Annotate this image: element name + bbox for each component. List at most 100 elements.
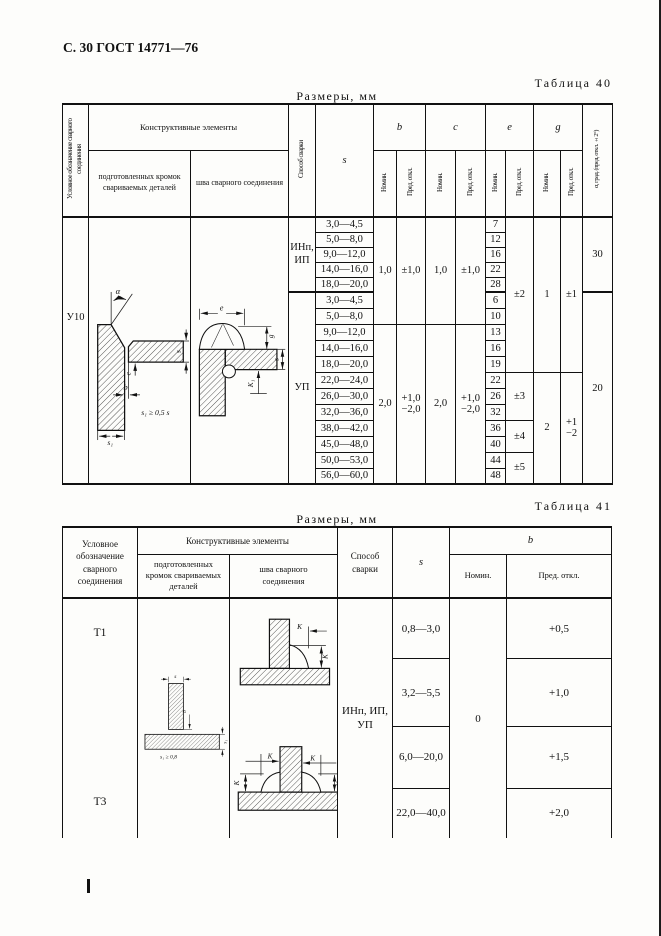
t41-t3-label-k-right: К (309, 754, 316, 762)
t40-e-cell: 13 (485, 323, 507, 341)
t41-header-weld-seam: шва сварного соединения (228, 553, 339, 599)
t40-e-cell: 16 (485, 339, 507, 357)
t40-alpha-1: 30 (582, 216, 614, 293)
t40-header-g: g (533, 103, 584, 151)
t41-header-prepared-edges: подготовленных кромок свариваемых детале… (137, 553, 230, 599)
t40-e-cell: 40 (485, 435, 507, 453)
t41-header-nominal: Номин. (449, 553, 508, 599)
t41-designation-1: Т1 (93, 627, 107, 639)
t40-s-cell: 3,0—4,5 (315, 216, 374, 233)
table40-caption: Таблица 40 (534, 76, 612, 90)
t40-weld-label-s: s (271, 358, 280, 361)
t40-header-b: b (373, 103, 426, 151)
t41-t3-label-k-side-right: К (335, 780, 337, 787)
t40-s-cell: 3,0—4,5 (315, 291, 374, 309)
t40-prep-label-c: c (123, 371, 132, 375)
t41-prep-diagram: s b s₁ s₁ ≥ 0,8 (144, 674, 228, 761)
t40-weld-diagram: e g s К₁ (198, 304, 286, 417)
t41-header-designation: Условное обозначение сварного соединения (62, 526, 138, 599)
t40-e-cell: 12 (485, 231, 507, 248)
t41-weld-t3-diagram: К К К К (233, 746, 337, 811)
t40-weld-label-e: e (220, 304, 224, 313)
t40-e-cell: 48 (485, 467, 507, 485)
t41-deviation-cell: +1,0 (506, 658, 613, 727)
t40-header-constructive: Конструктивные элементы (88, 103, 289, 151)
t40-header-g-nominal: Номин. (533, 149, 562, 218)
t40-weld-diagram-cell: e g s К₁ (190, 216, 289, 485)
t40-e-cell: 16 (485, 246, 507, 263)
t40-g-nominal-1: 1 (533, 216, 562, 373)
table-41: Условное обозначение сварного соединения… (62, 526, 613, 838)
t40-prep-label-s1: s₁ (107, 438, 113, 447)
t41-method: ИНп, ИП, УП (337, 597, 394, 838)
t41-header-deviation: Пред. откл. (506, 553, 613, 599)
t40-c-deviation-2: +1,0 −2,0 (454, 323, 487, 485)
t40-s-cell: 14,0—16,0 (315, 261, 374, 278)
t41-prep-note: s₁ ≥ 0,8 (160, 755, 177, 761)
t41-deviation-cell: +1,5 (506, 725, 613, 789)
t40-b-deviation-2: +1,0 −2,0 (396, 323, 426, 485)
table-40: Условное обозначение сварного соединения… (62, 103, 614, 485)
t40-s-cell: 9,0—12,0 (315, 323, 374, 341)
t41-prep-label-s: s (174, 674, 176, 680)
t40-method-1: ИНп, ИП (288, 216, 316, 293)
t41-header-b: b (449, 526, 613, 555)
scan-edge-artifact (659, 0, 661, 936)
t40-alpha-2: 20 (582, 291, 614, 485)
t41-s-cell: 3,2—5,5 (392, 658, 451, 727)
t41-prep-label-s1: s₁ (223, 740, 228, 744)
t40-c-nominal-1: 1,0 (425, 216, 456, 325)
t40-prep-note: s₁ ≥ 0,5 s (141, 408, 169, 417)
t40-s-cell: 5,0—8,0 (315, 307, 374, 325)
table41-units-label: Размеры, мм (296, 512, 378, 526)
page-title: С. 30 ГОСТ 14771—76 (63, 40, 199, 55)
t40-s-cell: 45,0—48,0 (315, 435, 374, 453)
t40-s-cell: 22,0—24,0 (315, 371, 374, 389)
t40-header-alpha: α, град. (пред. откл. ±2°) (582, 103, 614, 218)
t40-e-cell: 22 (485, 371, 507, 389)
t40-header-s: s (315, 103, 374, 218)
t40-header-g-deviation: Пред. откл. (560, 149, 584, 218)
t40-e-cell: 28 (485, 276, 507, 293)
t40-g-nominal-2: 2 (533, 371, 562, 485)
table41-caption: Таблица 41 (534, 499, 612, 513)
t40-prep-diagram: α s c b s₁ (97, 286, 190, 447)
t40-e-cell: 22 (485, 261, 507, 278)
t40-s-cell: 38,0—42,0 (315, 419, 374, 437)
t41-weld-diagram-cell: К К (228, 597, 339, 838)
t40-weld-label-k1: К₁ (246, 379, 255, 388)
t40-s-cell: 5,0—8,0 (315, 231, 374, 248)
t41-t3-label-k-left: К (267, 752, 274, 760)
t40-s-cell: 14,0—16,0 (315, 339, 374, 357)
t41-deviation-cell: +2,0 (506, 787, 613, 838)
t40-s-cell: 32,0—36,0 (315, 403, 374, 421)
t41-designation-2: Т3 (93, 796, 107, 808)
t40-header-e-nominal: Номин. (485, 149, 507, 218)
t40-b-nominal-2: 2,0 (373, 323, 397, 485)
t41-t1-label-k-top: К (296, 623, 303, 631)
t40-s-cell: 56,0—60,0 (315, 467, 374, 485)
t41-header-constructive: Конструктивные элементы (136, 526, 339, 555)
t40-prep-diagram-cell: α s c b s₁ (88, 216, 191, 485)
t40-s-cell: 18,0—20,0 (315, 355, 374, 373)
t40-s-cell: 18,0—20,0 (315, 276, 374, 293)
t41-s-cell: 6,0—20,0 (392, 725, 451, 789)
t40-e-cell: 7 (485, 216, 507, 233)
t40-e-deviation-2: ±3 (505, 371, 535, 421)
t40-designation-value: У10 (62, 216, 89, 485)
t40-s-cell: 9,0—12,0 (315, 246, 374, 263)
t40-e-cell: 19 (485, 355, 507, 373)
t41-header-method: Способ сварки (337, 526, 394, 599)
t40-e-cell: 44 (485, 451, 507, 469)
t41-deviation-cell: +0,5 (506, 597, 613, 660)
t40-b-deviation-1: ±1,0 (396, 216, 426, 325)
t41-b-nominal: 0 (449, 597, 508, 838)
t40-header-c-nominal: Номин. (425, 149, 456, 218)
t40-header-designation: Условное обозначение сварного соединения (62, 103, 89, 218)
t40-c-deviation-1: ±1,0 (454, 216, 487, 325)
t40-prep-label-alpha: α (116, 286, 121, 296)
t41-s-cell: 0,8—3,0 (392, 597, 451, 660)
t40-e-cell: 6 (485, 291, 507, 309)
t40-header-c: c (424, 103, 487, 151)
